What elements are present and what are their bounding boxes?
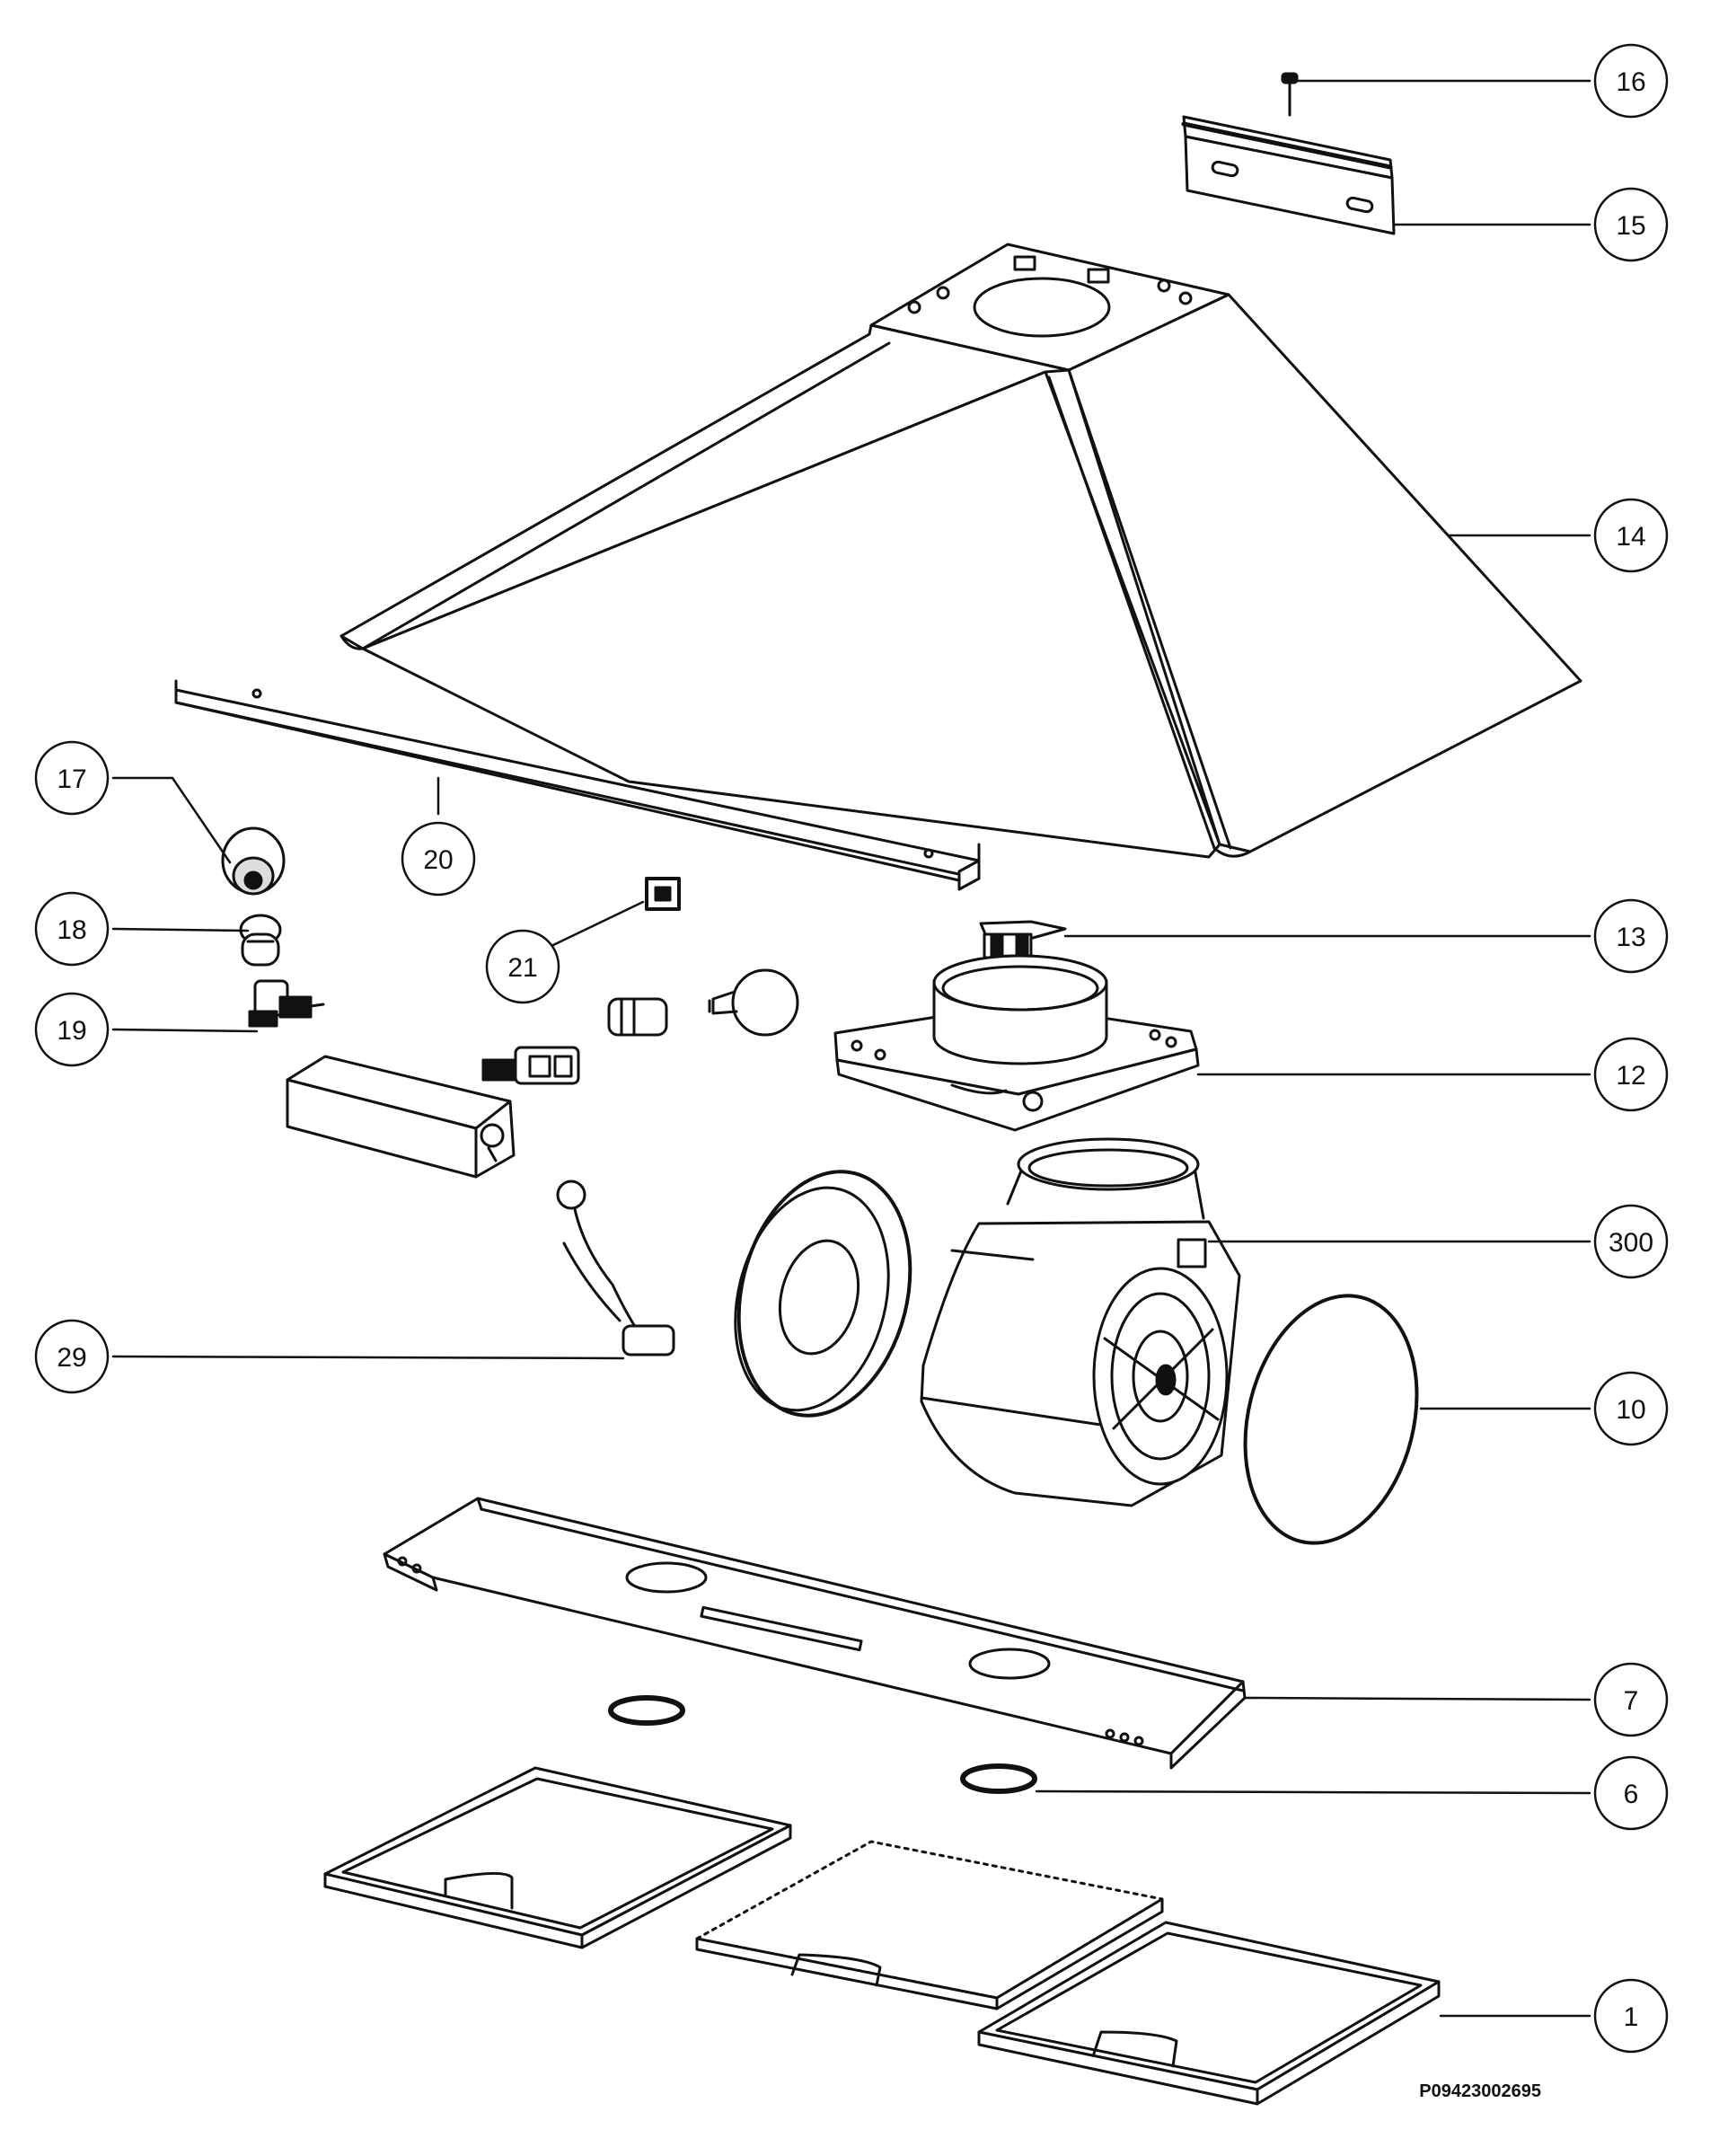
callout-16: 16 [1593,43,1669,119]
part-12-mounting-plate [833,954,1200,1132]
callout-7: 7 [1593,1662,1669,1737]
callout-circle [1593,1037,1669,1112]
callout-6: 6 [1593,1755,1669,1831]
callout-circle [34,992,110,1067]
callout-circle [1593,1662,1669,1737]
callout-circle [401,821,476,897]
control-box [286,1055,516,1179]
callout-circle [1593,1204,1669,1279]
callout-circle [34,1319,110,1394]
part-10-blower-assembly [734,1137,1419,1545]
callout-label: 300 [1609,1228,1653,1258]
callout-label: 29 [57,1343,86,1373]
callout-1: 1 [1593,1978,1669,2054]
callout-15: 15 [1593,187,1669,262]
callout-300: 300 [1593,1204,1669,1279]
callout-circle [34,740,110,816]
callout-label: 16 [1616,67,1645,97]
part-20-front-rail [174,679,981,891]
callout-label: 13 [1616,923,1645,952]
callout-10: 10 [1593,1371,1669,1446]
part-13-clip [979,920,1067,959]
callout-circle [1593,498,1669,573]
callout-label: 12 [1616,1061,1645,1091]
callout-label: 1 [1624,2002,1639,2032]
callout-label: 10 [1616,1395,1645,1425]
part-21-switch [645,877,681,911]
callout-label: 14 [1616,522,1645,552]
callout-13: 13 [1593,898,1669,974]
bulb-assembly [607,968,799,1037]
callout-14: 14 [1593,498,1669,573]
callout-label: 6 [1624,1780,1639,1809]
callout-20: 20 [401,821,476,897]
grease-filter-left [323,1766,792,1949]
leader-lines [111,79,1591,2018]
part-1-grease-filter-right [977,1921,1441,2106]
callout-18: 18 [34,891,110,967]
part-7-base-panel [383,1497,1247,1770]
part-19-connector [248,979,325,1028]
part-17-lamp-holder [221,826,286,896]
callout-label: 20 [423,845,453,875]
part-29-cable [556,1180,675,1356]
part-14-hood-canopy [339,243,1582,859]
callout-21: 21 [485,929,560,1004]
callout-circle [1593,187,1669,262]
callout-circle [485,929,560,1004]
carbon-filter-middle [695,1840,1164,2010]
part-16-screw [1281,72,1299,117]
callout-19: 19 [34,992,110,1067]
callout-circle [1593,1978,1669,2054]
part-18-lamp [239,914,282,967]
callout-12: 12 [1593,1037,1669,1112]
callouts: 16 15 14 17 20 18 21 13 19 12 300 29 10 7 6 1 [34,43,1669,2054]
callout-circle [34,891,110,967]
callout-label: 7 [1624,1686,1639,1716]
part-6-grommets [608,1695,1037,1794]
terminal-block [481,1046,580,1085]
callout-label: 15 [1616,211,1645,241]
callout-17: 17 [34,740,110,816]
document-code: P09423002695 [1419,2081,1541,2101]
callout-29: 29 [34,1319,110,1394]
callout-circle [1593,43,1669,119]
callout-label: 19 [57,1016,86,1046]
callout-label: 18 [57,915,86,945]
callout-circle [1593,898,1669,974]
callout-circle [1593,1371,1669,1446]
callout-circle [1593,1755,1669,1831]
part-15-bracket [1181,115,1396,235]
callout-label: 21 [507,953,537,983]
callout-label: 17 [57,764,86,794]
